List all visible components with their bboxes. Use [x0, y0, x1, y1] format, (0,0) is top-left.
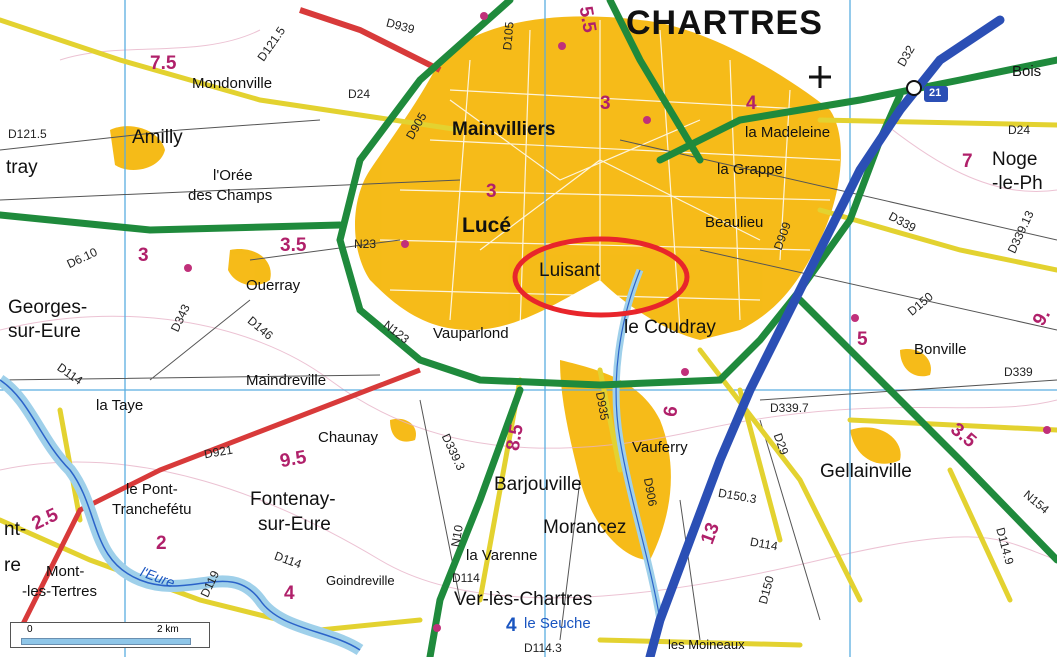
place-pont-line2: Tranchefétu [112, 501, 192, 518]
place-georges-line1: Georges- [8, 297, 88, 318]
place-mainvilliers: Mainvilliers [452, 119, 556, 140]
distance-3-left: 3 [138, 245, 149, 266]
place-re: re [4, 555, 21, 576]
motorway-interchange [906, 80, 922, 96]
distance-4-top: 4 [746, 93, 757, 114]
poi-dots [184, 12, 1051, 632]
distance-4-bottom: 4 [284, 583, 295, 604]
place-vauparlond: Vauparlond [433, 325, 509, 342]
road-d339-7: D339.7 [770, 401, 809, 415]
place-georges-line2: sur-Eure [8, 321, 81, 342]
red-road [17, 367, 421, 632]
place-vauferry: Vauferry [632, 439, 688, 456]
place-la-taye: la Taye [96, 397, 144, 414]
road-d114-mid: D114 [452, 571, 480, 585]
place-fontenay-line2: sur-Eure [258, 514, 331, 535]
place-bois: Bois [1012, 63, 1042, 80]
airfield-icon [809, 66, 831, 88]
place-fontenay-line1: Fontenay- [250, 489, 336, 510]
place-tray: tray [6, 157, 38, 178]
place-pont-line1: le Pont- [126, 481, 178, 498]
place-maindreville: Maindreville [246, 372, 327, 389]
road-n10: N10 [448, 523, 466, 549]
road-n23: N23 [354, 237, 377, 251]
road-d121-5-left: D121.5 [8, 127, 47, 141]
scale-bar: 0 2 km [10, 622, 210, 648]
distance-2-bottom: 2 [156, 533, 167, 554]
road-d114-3: D114.3 [524, 641, 562, 655]
place-le-coudray: le Coudray [624, 317, 716, 338]
place-nogent-line1: Noge [992, 149, 1038, 170]
distance-8-5: 8.5 [502, 422, 528, 453]
place-ouerray: Ouerray [246, 277, 301, 294]
motorway-sign [924, 86, 948, 102]
road-d339-right: D339 [1004, 365, 1033, 379]
distance-5-5-top: 5.5 [574, 4, 600, 35]
place-ver-les-chartres: Ver-lès-Chartres [454, 589, 593, 610]
scale-end: 2 km [157, 624, 179, 635]
place-la-varenne: la Varenne [466, 547, 538, 564]
luisant-highlight [512, 236, 690, 318]
road-d24-right: D24 [1008, 123, 1031, 137]
distance-3-5-left: 3.5 [280, 235, 307, 256]
place-nogent-line2: -le-Ph [992, 173, 1043, 194]
distance-9-5: 9.5 [278, 446, 309, 473]
distance-5-right: 5 [857, 329, 868, 350]
contour-lines [0, 29, 1057, 599]
place-oree-line2: des Champs [188, 187, 273, 204]
motorway-number: 21 [929, 87, 942, 99]
urban-area [110, 16, 931, 560]
distance-4-eure: 4 [506, 615, 517, 636]
distance-3-luce: 3 [486, 181, 497, 202]
scale-bar-fill [21, 638, 191, 645]
place-oree-line1: l'Orée [213, 167, 253, 184]
red-road-north [299, 7, 442, 73]
road-d24-left: D24 [348, 87, 371, 101]
place-le-seuche: le Seuche [524, 615, 591, 632]
place-les-moineaux: les Moineaux [668, 637, 745, 652]
place-chaunay: Chaunay [318, 429, 379, 446]
place-amilly: Amilly [132, 127, 183, 148]
place-bonville: Bonville [914, 341, 967, 358]
place-la-grappe: la Grappe [717, 161, 783, 178]
distance-7: 7 [962, 151, 973, 172]
place-la-madeleine: la Madeleine [745, 124, 831, 141]
place-goindreville: Goindreville [326, 573, 395, 588]
place-luce: Lucé [462, 214, 512, 237]
road-d105: D105 [500, 21, 517, 51]
scale-start: 0 [27, 624, 33, 635]
place-mont-line1: Mont- [46, 563, 85, 580]
river-eure [0, 268, 664, 656]
distance-3-city: 3 [600, 93, 611, 114]
city-label-chartres: CHARTRES [626, 4, 823, 42]
place-nt: nt- [4, 519, 27, 540]
distance-7-5: 7.5 [150, 53, 177, 74]
place-beaulieu: Beaulieu [705, 214, 764, 231]
place-gellainville: Gellainville [820, 461, 912, 482]
place-luisant: Luisant [539, 260, 601, 281]
place-mondonville: Mondonville [192, 75, 273, 92]
place-morancez: Morancez [543, 517, 627, 538]
place-barjouville: Barjouville [494, 474, 582, 495]
place-mont-line2: -les-Tertres [22, 583, 98, 600]
street-mesh [379, 20, 841, 331]
minor-roads [0, 119, 1057, 641]
